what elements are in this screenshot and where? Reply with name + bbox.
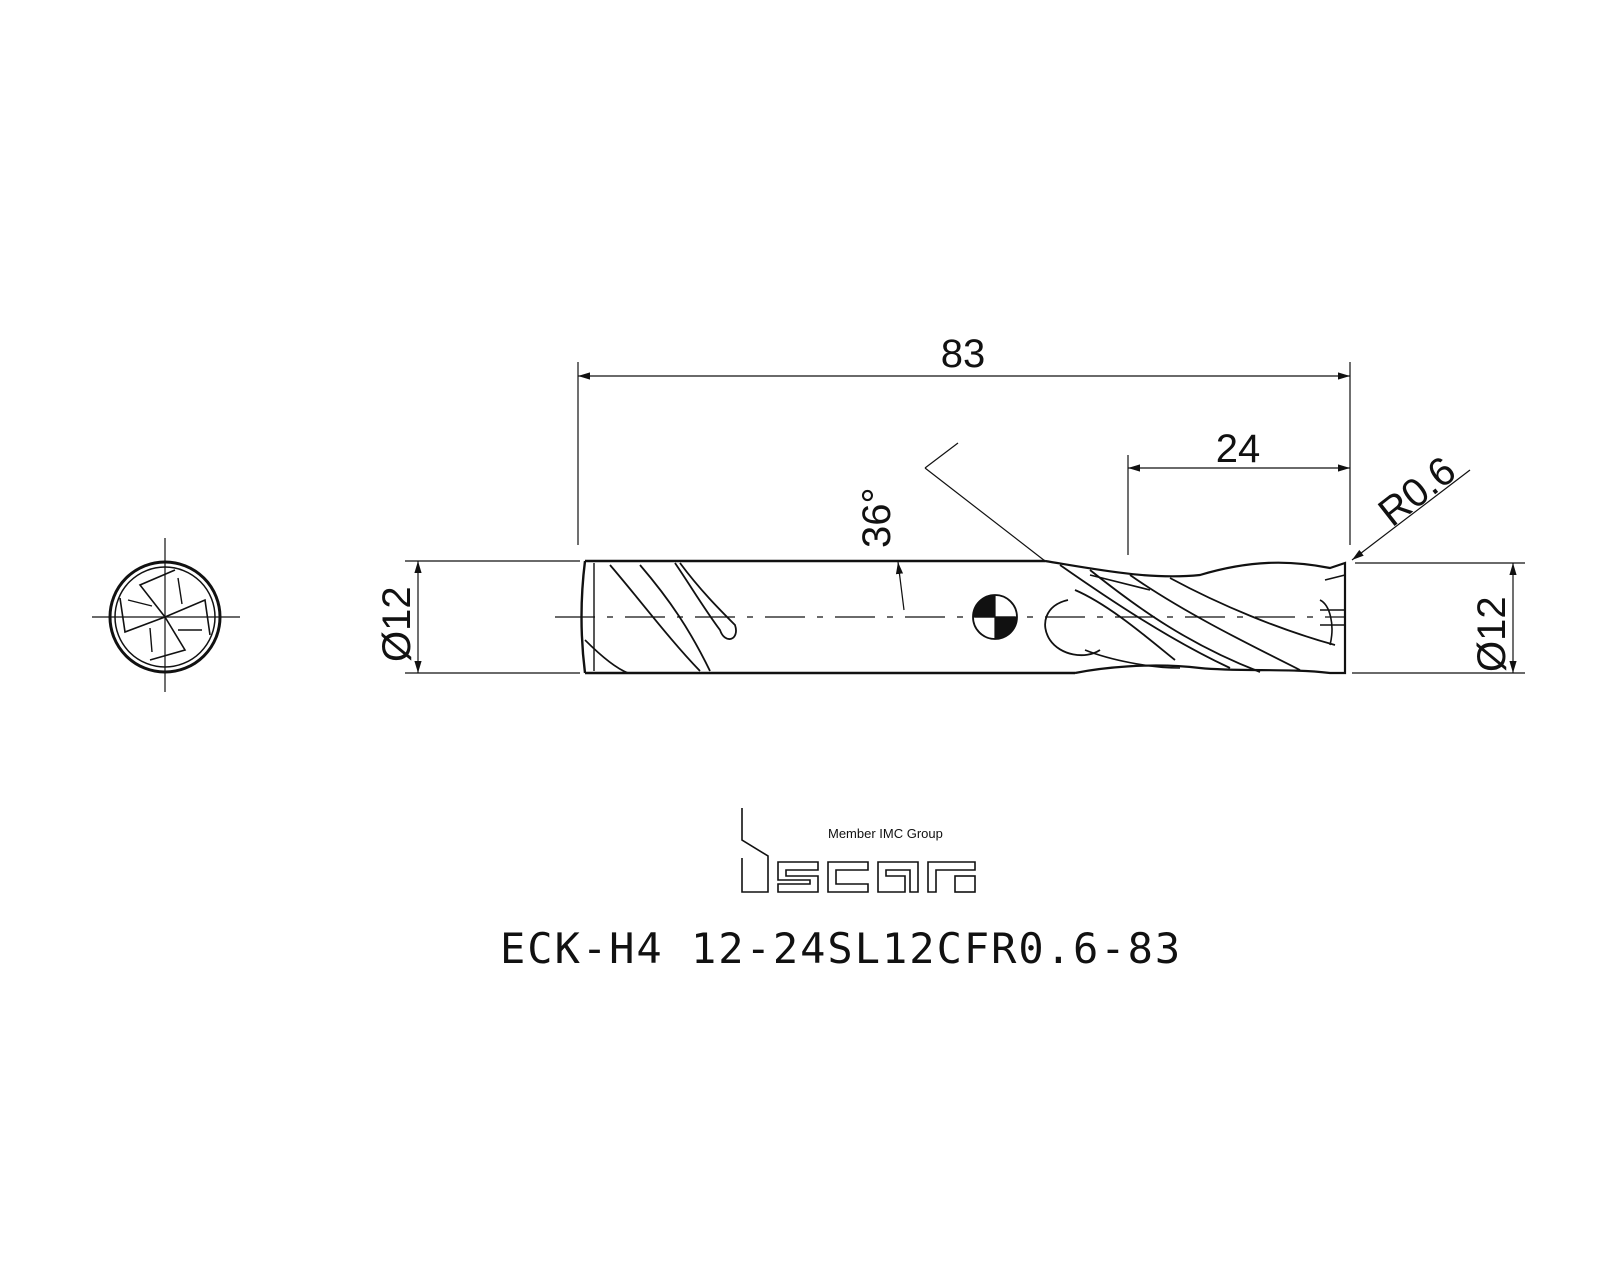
- cutting-length-label: 24: [1216, 427, 1261, 471]
- end-view: [92, 538, 240, 692]
- dimension-cutting-length: 24: [1127, 427, 1350, 555]
- dimension-overall-length: 83: [577, 332, 1351, 545]
- dimension-helix-angle: 36°: [855, 442, 1046, 611]
- corner-radius-label: R0.6: [1370, 448, 1464, 535]
- dimension-cutting-diameter: Ø12: [375, 560, 580, 674]
- overall-length-label: 83: [941, 332, 986, 376]
- iscar-logo: Member IMC Group: [741, 808, 976, 893]
- end-mill-side-view: [555, 559, 1347, 675]
- cutting-diameter-label: Ø12: [375, 586, 419, 662]
- dimension-corner-radius: R0.6: [1351, 448, 1471, 561]
- dimension-shank-diameter: Ø12: [1352, 562, 1525, 674]
- logo-tagline: Member IMC Group: [828, 826, 943, 841]
- part-number: ECK-H4 12-24SL12CFR0.6-83: [500, 924, 1182, 973]
- helix-angle-label: 36°: [855, 488, 899, 549]
- shank-diameter-label: Ø12: [1470, 596, 1514, 672]
